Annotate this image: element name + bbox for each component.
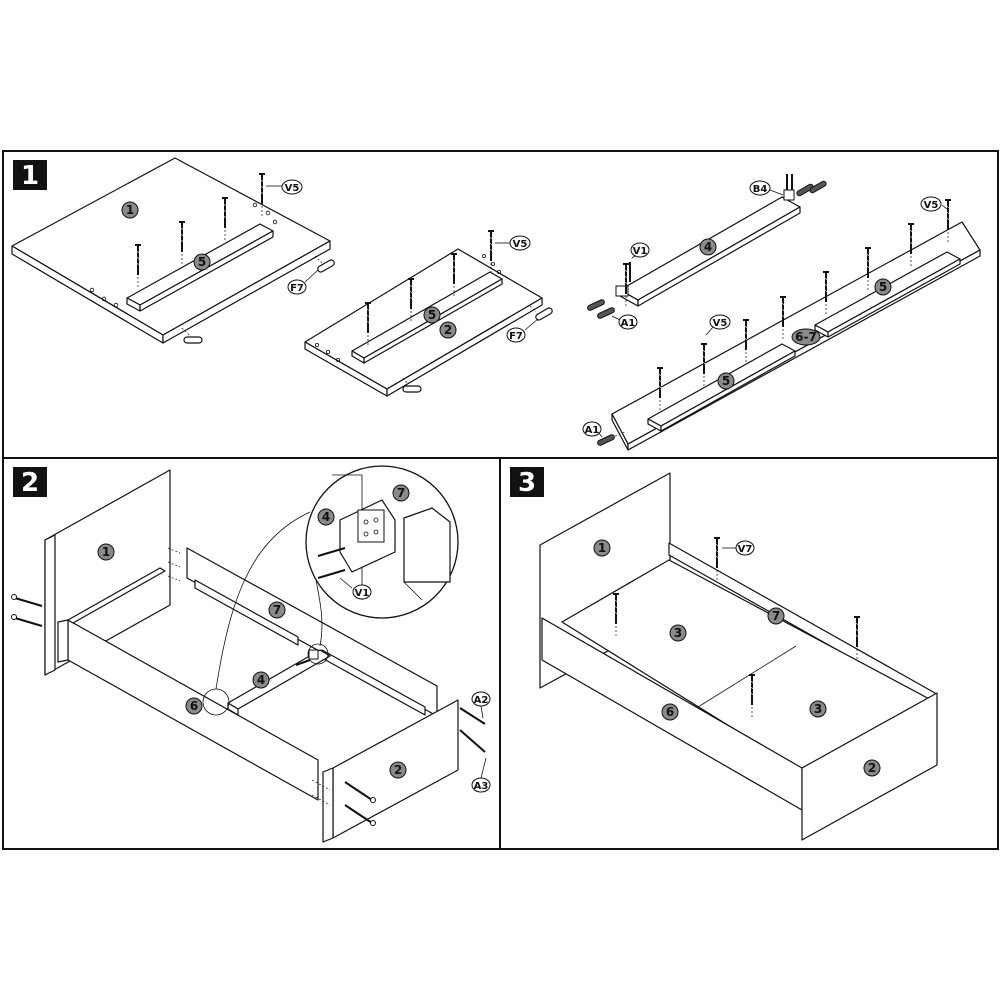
step2-frame-exploded [11,465,486,843]
step2-bolt-upper-label: A2 [471,691,491,719]
svg-text:V7: V7 [738,544,753,555]
step2-headboard-badge: 1 [97,543,115,561]
svg-text:V1: V1 [633,246,648,257]
step2-center-beam-badge: 4 [252,671,270,689]
svg-text:V5: V5 [513,239,528,250]
svg-text:V5: V5 [285,183,300,194]
svg-text:4: 4 [704,240,712,254]
step1-beam-bracket-label: B4 [749,180,784,196]
svg-text:1: 1 [21,161,39,191]
step1-panelA-screw-label: V5 [266,179,303,195]
step1-panelB-rail-badge: 5 [423,306,441,324]
svg-text:F7: F7 [290,283,304,294]
svg-text:4: 4 [257,673,265,687]
svg-text:5: 5 [198,255,206,269]
step1-panelA-rail-badge: 5 [193,253,211,271]
step2-detail-screw-label: V1 [339,577,372,600]
step-1-badge: 1 [13,160,47,191]
step1-panel-headboard [11,157,336,344]
svg-text:7: 7 [397,486,405,500]
svg-text:7: 7 [273,603,281,617]
step3-slat-a-badge: 3 [669,624,687,642]
step1-panelB-screw-label: V5 [495,235,531,251]
svg-text:2: 2 [444,323,452,337]
svg-text:5: 5 [428,308,436,322]
step1-rail-range-badge: 6-7 [791,328,821,346]
svg-text:1: 1 [102,545,110,559]
svg-text:5: 5 [722,374,730,388]
step1-rail-part-badge-b: 5 [874,278,892,296]
step1-rail-dowel-label: A1 [582,421,603,438]
step1-beam-screw-label: V1 [630,242,650,259]
svg-text:V5: V5 [713,318,728,329]
svg-text:4: 4 [322,510,330,524]
step3-side-left-badge: 6 [661,703,679,721]
step1-panelB-dowel-label: F7 [506,318,539,343]
svg-text:7: 7 [772,609,780,623]
step-3-badge: 3 [510,467,544,498]
svg-text:A1: A1 [585,425,600,436]
svg-text:1: 1 [126,203,134,217]
svg-text:5: 5 [879,280,887,294]
step2-side-right-badge: 7 [268,601,286,619]
svg-text:B4: B4 [753,184,768,195]
step1-side-rail-assembly [596,199,981,451]
step2-footboard-badge: 2 [389,761,407,779]
step2-bolt-lower-label: A3 [471,757,491,793]
svg-text:V5: V5 [924,200,939,211]
step2-side-left-badge: 6 [185,697,203,715]
step1-rail-screw-label: V5 [705,314,731,336]
svg-text:2: 2 [21,468,39,498]
svg-text:A3: A3 [474,781,489,792]
step3-side-right-badge: 7 [767,607,785,625]
svg-text:6: 6 [666,705,674,719]
step1-beam-dowel-label: A1 [611,314,638,330]
step3-footboard-badge: 2 [863,759,881,777]
step3-frame-assembled [539,472,938,841]
step1-panelA-part-badge: 1 [121,201,139,219]
svg-text:6-7: 6-7 [795,330,817,344]
step2-detail-beam-badge: 4 [317,508,335,526]
step-2-badge: 2 [13,467,47,498]
svg-text:1: 1 [598,541,606,555]
step3-headboard-badge: 1 [593,539,611,557]
step1-panelA-dowel-label: F7 [287,269,319,295]
step3-screw-label: V7 [722,540,755,556]
step1-rail-part-badge: 5 [717,372,735,390]
svg-text:6: 6 [190,699,198,713]
step3-slat-b-badge: 3 [809,700,827,718]
step2-detail-side-badge: 7 [392,484,410,502]
svg-text:A1: A1 [621,318,636,329]
svg-text:A2: A2 [474,695,489,706]
svg-text:2: 2 [868,761,876,775]
step1-rail-screw-label-right: V5 [920,196,949,212]
svg-text:3: 3 [674,626,682,640]
svg-text:3: 3 [814,702,822,716]
step1-panelB-part-badge: 2 [439,321,457,339]
step1-beam-part-badge: 4 [699,238,717,256]
svg-text:F7: F7 [509,331,523,342]
svg-text:3: 3 [518,468,536,498]
svg-text:V1: V1 [355,588,370,599]
svg-text:2: 2 [394,763,402,777]
